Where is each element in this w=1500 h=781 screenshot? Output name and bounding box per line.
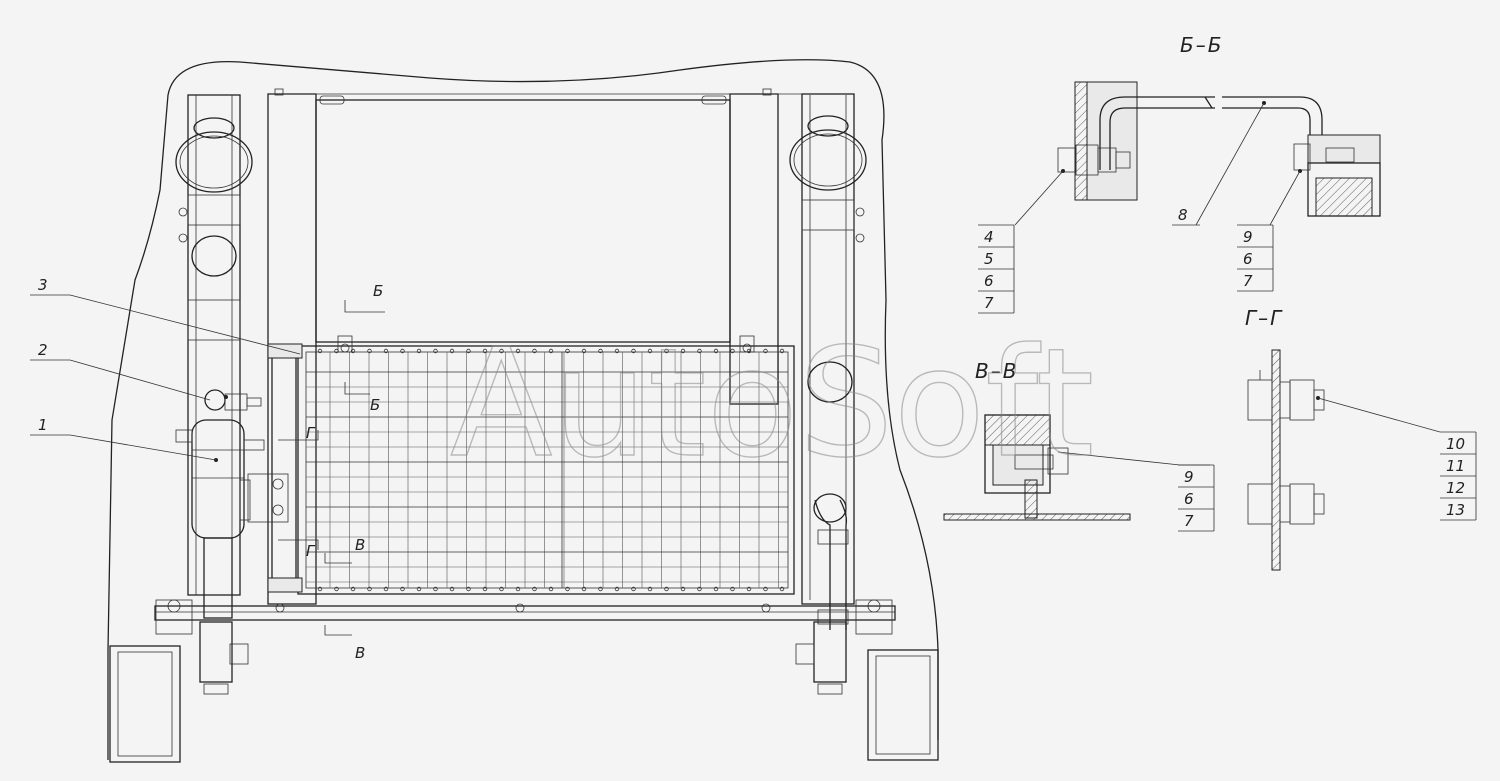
section-mark-b-bottom: Б xyxy=(370,396,380,414)
ref-table-cell: 7 xyxy=(984,294,994,312)
ref-table-cell: 11 xyxy=(1446,457,1465,475)
support-feet xyxy=(109,645,939,763)
lamps xyxy=(175,115,867,523)
ref-table-cell: 6 xyxy=(984,272,994,290)
ref-table-cell: 5 xyxy=(984,250,994,268)
main-view xyxy=(30,59,939,763)
section-arrows xyxy=(278,300,385,636)
view-bb-title: Б–Б xyxy=(1180,33,1223,57)
ref-table-cell: 6 xyxy=(1243,250,1253,268)
ref-table-cell: 9 xyxy=(1243,228,1253,246)
view-gg-title: Г–Г xyxy=(1245,306,1283,330)
ref-table-cell: 4 xyxy=(984,228,994,246)
view-vv-title: В–В xyxy=(975,359,1018,383)
ref-table-bb-0: 4 5 6 7 xyxy=(978,224,1015,314)
pipe-label-8: 8 xyxy=(1178,206,1188,224)
section-mark-v-bottom: В xyxy=(355,644,365,662)
section-mark-g-top: Г xyxy=(306,424,316,442)
ref-table-bb-1: 9 6 7 xyxy=(1237,224,1274,292)
ref-table-cell: 7 xyxy=(1184,512,1194,530)
top-plate xyxy=(315,99,731,343)
pressure-switch xyxy=(204,389,262,411)
condenser-core xyxy=(297,345,795,595)
lower-crossbar xyxy=(154,599,896,635)
view-bb: Б–Б xyxy=(1014,33,1381,226)
watermark: AutoSoft xyxy=(450,317,1094,491)
ref-table-cell: 10 xyxy=(1446,435,1465,453)
callout-1: 1 xyxy=(38,416,48,434)
left-tank xyxy=(247,343,303,593)
frame-bolts xyxy=(178,207,865,243)
ref-table-vv-0: 9 6 7 xyxy=(1178,464,1215,532)
callout-3: 3 xyxy=(38,276,48,294)
section-mark-g-bottom: Г xyxy=(306,542,316,560)
cab-outline xyxy=(107,59,939,760)
tube-holes xyxy=(317,348,785,592)
view-vv: В–В xyxy=(943,359,1210,521)
section-mark-v-top: В xyxy=(355,536,365,554)
ref-table-cell: 13 xyxy=(1446,501,1465,519)
ref-table-cell: 7 xyxy=(1243,272,1253,290)
view-gg: Г–Г xyxy=(1245,306,1441,571)
ref-table-cell: 9 xyxy=(1184,468,1194,486)
bottom-fittings xyxy=(199,621,847,695)
ref-table-cell: 6 xyxy=(1184,490,1194,508)
right-pipe xyxy=(814,499,849,630)
callout-2: 2 xyxy=(38,341,48,359)
ref-table-gg-0: 10 11 12 13 xyxy=(1440,431,1477,521)
condenser-grid xyxy=(306,352,788,588)
receiver-dryer xyxy=(175,419,265,619)
section-mark-b-top: Б xyxy=(373,282,383,300)
ref-table-cell: 12 xyxy=(1446,479,1465,497)
